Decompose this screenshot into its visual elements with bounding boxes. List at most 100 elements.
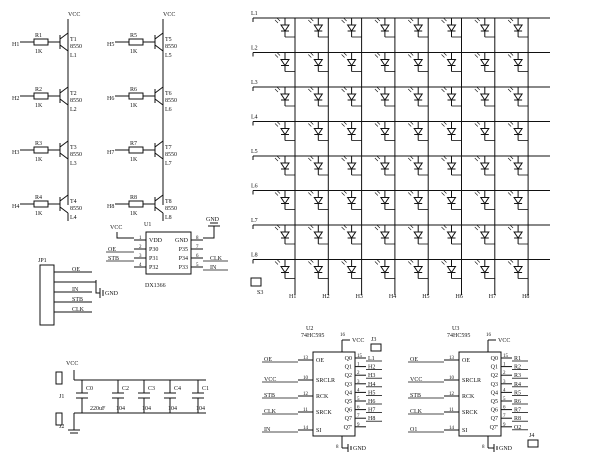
base-resistor (128, 92, 144, 100)
led-emission-arrow (310, 52, 314, 56)
u3-pin-number: 7 (503, 414, 506, 419)
jp1-pin-net: STB (72, 297, 83, 303)
led-emission-arrow (308, 192, 312, 196)
led-D30 (441, 121, 462, 141)
transistor-part: 8550 (165, 98, 177, 104)
transistor-load-net: L3 (70, 161, 77, 167)
u3-pin-number: 1 (503, 363, 506, 368)
led-emission-arrow (274, 261, 279, 265)
led-emission-arrow (443, 86, 447, 91)
resistor-ref: R3 (35, 141, 42, 147)
driver-input-net: H5 (107, 42, 114, 48)
led-emission-arrow (443, 259, 447, 263)
u2-gnd-label: GND (353, 446, 367, 452)
transistor-part: 8550 (70, 206, 82, 212)
u2-gnd-pin: 8 (336, 445, 339, 450)
transistor-collector (154, 44, 164, 52)
led-D53 (407, 224, 429, 245)
u2-pin-number: 1 (357, 363, 360, 368)
u2-pin-net: H6 (368, 399, 375, 405)
matrix-column-label: H7 (489, 294, 496, 300)
transistor-emitter (154, 140, 164, 148)
led-emission-arrow (376, 86, 381, 91)
led-emission-arrow (376, 17, 381, 22)
base-resistor (33, 200, 49, 208)
u3-pin-name: Q0 (491, 356, 498, 362)
transistor-column-left: H1R11KT18550L1H2R21KT28550L2H3R31KT38550… (12, 12, 82, 221)
cap-ref: C1 (202, 386, 209, 392)
cap-ref: C3 (148, 386, 155, 392)
led-D28 (374, 121, 396, 141)
led-emission-arrow (507, 19, 512, 24)
resistor-ref: R8 (130, 195, 137, 201)
transistor-part: 8550 (70, 44, 82, 50)
u1-pin-number: 1 (139, 236, 142, 241)
led-emission-arrow (443, 224, 447, 229)
matrix-row-label: L4 (251, 115, 258, 121)
u2-pin-net: H7 (368, 408, 375, 414)
transistor-ref: T8 (165, 199, 172, 205)
led-emission-arrow (374, 54, 379, 58)
led-D55 (474, 224, 496, 245)
transistor-emitter (154, 86, 164, 94)
led-emission-arrow (443, 121, 447, 125)
u3-pin-net: R8 (514, 416, 521, 422)
led-emission-arrow (343, 86, 347, 91)
led-D5 (407, 17, 429, 38)
led-emission-arrow (343, 259, 347, 263)
u3-vcc-label: VCC (498, 338, 510, 344)
led-emission-arrow (443, 52, 447, 56)
u2-pin-name: Q3 (345, 382, 352, 388)
u3-pin-number: 10 (449, 376, 455, 381)
u3-pin-name: Q3 (491, 382, 498, 388)
led-D3 (341, 17, 362, 38)
led-emission-arrow (308, 157, 312, 162)
u2-pin-number: 7 (357, 414, 360, 419)
led-emission-arrow (509, 190, 514, 194)
u2-pin-net: CLK (264, 409, 277, 415)
jp1-pin-net: OE (72, 267, 80, 273)
u2-pin-name: Q0 (345, 356, 352, 362)
led-emission-arrow (409, 52, 414, 56)
led-D1 (274, 17, 296, 38)
led-emission-arrow (374, 19, 379, 24)
u2-pin-net: H4 (368, 382, 375, 388)
u2-shift-register: U274HC595OE13OESRCLR10VCCRCK12STBSRCK11C… (262, 326, 382, 452)
led-emission-arrow (409, 259, 414, 263)
led-D49 (274, 224, 296, 245)
led-D31 (474, 121, 496, 141)
led-emission-arrow (407, 261, 412, 265)
led-emission-arrow (474, 123, 479, 127)
transistor-ref: T1 (70, 37, 77, 43)
led-emission-arrow (343, 190, 347, 194)
u2-vcc-pin: 16 (340, 333, 346, 338)
led-emission-arrow (374, 192, 379, 196)
led-emission-arrow (476, 259, 481, 263)
led-emission-arrow (407, 88, 412, 93)
led-D38 (441, 155, 462, 176)
matrix-row-label: L2 (251, 46, 258, 52)
cap-ref: C2 (122, 386, 129, 392)
u2-pin-name: Q6 (345, 408, 352, 414)
led-emission-arrow (343, 52, 347, 56)
led-emission-arrow (308, 226, 312, 231)
u3-pin-name: SRCLR (462, 378, 481, 384)
u2-pin-net: H2 (368, 365, 375, 371)
u2-part: 74HC595 (301, 333, 324, 339)
u3-pin-number: 11 (449, 408, 454, 413)
u2-pin-number: 13 (303, 356, 309, 361)
jp1-pin-net: CLK (72, 307, 85, 313)
u2-pin-net: H5 (368, 390, 375, 396)
led-D44 (374, 190, 396, 210)
led-D14 (441, 52, 462, 72)
led-emission-arrow (474, 88, 479, 93)
led-D54 (441, 224, 462, 245)
jp1-gnd-label: GND (105, 291, 119, 297)
j1-label: J1 (59, 394, 64, 400)
transistor-collector (59, 206, 69, 214)
u2-pin-number: 5 (357, 397, 360, 402)
led-emission-arrow (476, 121, 481, 125)
